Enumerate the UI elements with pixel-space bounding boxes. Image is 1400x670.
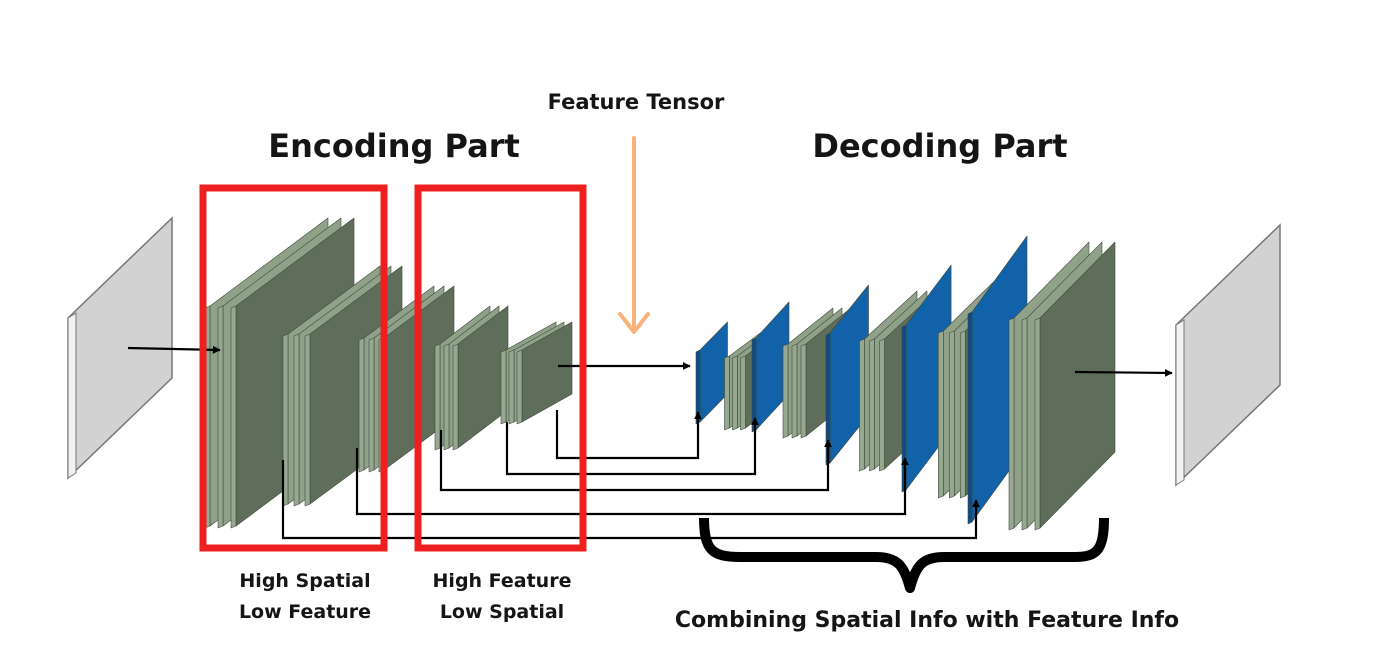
- high-spatial-caption-line1: High Spatial: [239, 570, 371, 592]
- decoder-stack-4-layer-1-edge: [937, 330, 944, 499]
- encoder-stack-3-layer-2-edge: [368, 337, 375, 473]
- decoder-stack-2-layer-3-edge: [800, 343, 807, 439]
- output-image-icon: [1175, 223, 1281, 487]
- encoder-stack-2-layer-1-edge: [282, 333, 289, 507]
- decoder-stack-2-layer-1-edge: [782, 343, 789, 439]
- decoder-stack-1-upconv-edge: [695, 349, 701, 425]
- skip-connection-2: [355, 448, 909, 516]
- high-feature-caption-line1: High Feature: [432, 570, 572, 592]
- skip-connection-3: [439, 430, 832, 492]
- skip-connections: [281, 410, 980, 540]
- encoding-part-title: Encoding Part: [268, 127, 520, 165]
- decoder-stack-4-layer-3-edge: [959, 330, 966, 499]
- high-spatial-caption-line2: Low Feature: [238, 601, 372, 623]
- decoder-stack-4-layer-2-edge: [948, 330, 955, 499]
- decoder-stack-1-layer-1-edge: [724, 355, 730, 431]
- encoder-stack-2-layer-3-edge: [304, 333, 311, 507]
- decoder-stack-1-layer-3-edge: [740, 355, 746, 431]
- decoder-stack-5-layer-2-edge: [1021, 317, 1028, 531]
- encoder-stack-1-layer-2-edge: [217, 305, 224, 529]
- decoding-part-title: Decoding Part: [812, 127, 1068, 165]
- decoder-stack-1-layer-2-edge: [732, 355, 738, 431]
- encoder-stack-1-layer-3-edge: [230, 305, 237, 529]
- decoder-stack-2-upconv-edge: [751, 337, 757, 433]
- decoder-stack-5-layer-3-edge: [1034, 317, 1041, 531]
- encoder-stack-4-layer-1-edge: [434, 343, 441, 451]
- encoder-stack-4-layer-2-edge: [443, 343, 450, 451]
- high-feature-highlight-box: [414, 184, 587, 552]
- decoder-stack-1-upconv-face: [699, 321, 728, 423]
- decoder-stack-3-upconv-edge: [825, 332, 831, 466]
- decoder-stack-3-layer-2-edge: [869, 338, 875, 472]
- encoder-stack-5-layer-2-edge: [508, 349, 515, 425]
- layer-stack-group: [204, 217, 1116, 531]
- output-arrow: [1074, 368, 1173, 377]
- decoder-stack-5-upconv-edge: [967, 311, 973, 525]
- high-feature-caption: High Feature Low Spatial: [433, 566, 572, 628]
- skip-connection-5: [555, 410, 702, 460]
- encoder-stack-4-layer-3-edge: [452, 343, 459, 451]
- decoder-stack-2-layer-2-edge: [791, 343, 798, 439]
- combining-caption: Combining Spatial Info with Feature Info: [674, 608, 1180, 633]
- feature-tensor-arrow: [618, 136, 650, 334]
- feature-tensor-label: Feature Tensor: [547, 90, 725, 114]
- encoder-stack-5-layer-3-edge: [516, 349, 523, 425]
- high-spatial-highlight-box: [199, 184, 388, 552]
- decoder-stack-3-layer-3-edge: [879, 338, 885, 472]
- input-image-icon: [67, 216, 173, 480]
- encoder-stack-5-layer-1-edge: [500, 349, 507, 425]
- decoder-stack-5-layer-1-edge: [1008, 317, 1015, 531]
- decoder-stack-3-layer-1-edge: [859, 338, 865, 472]
- curly-brace-icon: [699, 517, 1109, 593]
- encoder-stack-3-layer-1-edge: [358, 337, 365, 473]
- skip-connection-1: [281, 460, 980, 540]
- encoder-stack-2-layer-2-edge: [293, 333, 300, 507]
- skip-connection-4: [505, 417, 759, 476]
- high-spatial-caption: High Spatial Low Feature: [239, 566, 371, 628]
- high-feature-caption-line2: Low Spatial: [439, 601, 565, 623]
